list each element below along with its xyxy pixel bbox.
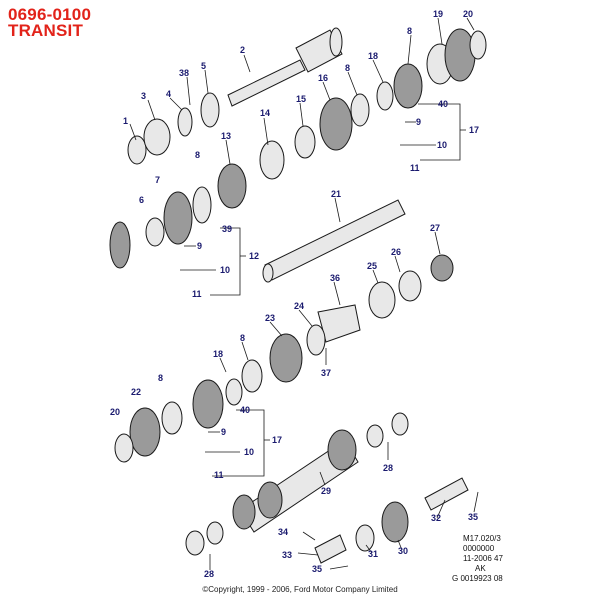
callout-12: 12 <box>249 251 259 261</box>
callout-35-right: 35 <box>468 512 478 522</box>
callout-35-bottom: 35 <box>312 564 322 574</box>
leader-lines <box>129 17 479 570</box>
reference-line-5: G 0019923 08 <box>452 574 503 583</box>
callout-38: 38 <box>179 68 189 78</box>
callout-20-bottom: 20 <box>110 407 120 417</box>
reference-line-2: 0000000 <box>463 544 495 553</box>
callout-10-bottom: 10 <box>244 447 254 457</box>
callout-20-top: 20 <box>463 9 473 19</box>
third-row-parts <box>114 304 361 463</box>
callout-11-bottom: 11 <box>214 470 224 480</box>
callout-11-top: 11 <box>410 163 420 173</box>
callout-25: 25 <box>367 261 377 271</box>
input-shaft-parts <box>127 28 487 209</box>
callout-32: 32 <box>431 513 441 523</box>
callout-18-lower: 18 <box>213 349 223 359</box>
callout-16: 16 <box>318 73 328 83</box>
callout-40-top: 40 <box>438 99 448 109</box>
callout-15: 15 <box>296 94 306 104</box>
callout-26: 26 <box>391 247 401 257</box>
callout-34: 34 <box>278 527 288 537</box>
callout-36: 36 <box>330 273 340 283</box>
callout-18-top: 18 <box>368 51 378 61</box>
callout-39: 39 <box>222 224 232 234</box>
mainshaft <box>227 27 343 107</box>
callout-28-bottom: 28 <box>204 569 214 579</box>
callout-27: 27 <box>430 223 440 233</box>
callout-6: 6 <box>139 195 144 205</box>
callout-8-top: 8 <box>345 63 350 73</box>
callout-21: 21 <box>331 189 341 199</box>
diagram-code: 0696-0100 <box>8 5 92 24</box>
callout-4: 4 <box>166 89 171 99</box>
second-row-parts <box>109 186 454 319</box>
callout-10-top: 10 <box>437 140 447 150</box>
callout-17-top: 17 <box>469 125 479 135</box>
callout-8-bottom: 8 <box>158 373 163 383</box>
callout-29: 29 <box>321 486 331 496</box>
callout-22: 22 <box>131 387 141 397</box>
callout-28-right: 28 <box>383 463 393 473</box>
callout-17-bottom: 17 <box>272 435 282 445</box>
callout-9-top: 9 <box>416 117 421 127</box>
reference-line-3: 11-2006 47 <box>463 554 503 563</box>
callout-8-mid: 8 <box>195 150 200 160</box>
reference-line-4: AK <box>475 564 486 573</box>
callout-9-bottom: 9 <box>221 427 226 437</box>
callout-11-mid: 11 <box>192 289 202 299</box>
copyright-notice: ©Copyright, 1999 - 2006, Ford Motor Comp… <box>202 585 398 594</box>
callout-31: 31 <box>368 549 378 559</box>
callout-13: 13 <box>221 131 231 141</box>
callout-37: 37 <box>321 368 331 378</box>
vehicle-model: TRANSIT <box>8 21 84 40</box>
callout-7: 7 <box>155 175 160 185</box>
countershaft <box>185 412 469 564</box>
callout-30: 30 <box>398 546 408 556</box>
callout-33: 33 <box>282 550 292 560</box>
callout-5: 5 <box>201 61 206 71</box>
callout-19: 19 <box>433 9 443 19</box>
callout-8-top-right: 8 <box>407 26 412 36</box>
reference-line-1: M17.020/3 <box>463 534 501 543</box>
callout-8-lower: 8 <box>240 333 245 343</box>
callout-23: 23 <box>265 313 275 323</box>
callout-9-mid: 9 <box>197 241 202 251</box>
callout-40-bottom: 40 <box>240 405 250 415</box>
callout-3: 3 <box>141 91 146 101</box>
callout-10-mid: 10 <box>220 265 230 275</box>
callout-24: 24 <box>294 301 304 311</box>
callout-2: 2 <box>240 45 245 55</box>
callout-labels: 1 2 3 4 38 5 14 13 15 16 8 18 19 20 8 9 … <box>110 9 479 579</box>
callout-14: 14 <box>260 108 270 118</box>
callout-1: 1 <box>123 116 128 126</box>
